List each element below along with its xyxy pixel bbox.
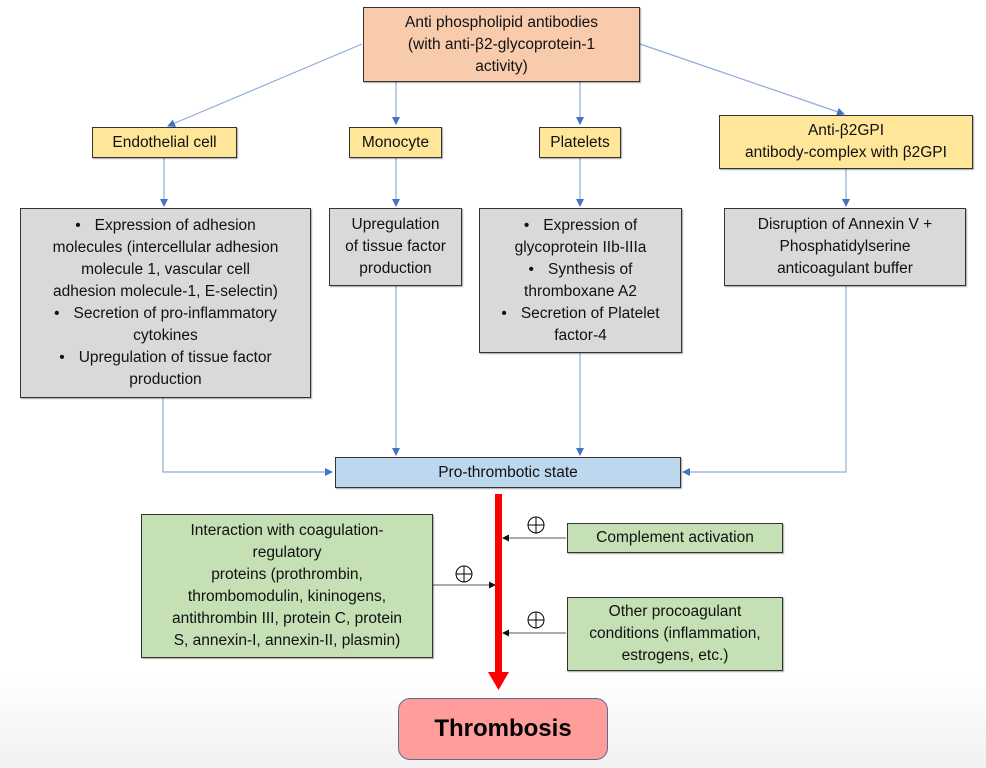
monocyte-box: Monocyte bbox=[349, 127, 442, 158]
list-item: •Upregulation of tissue factor productio… bbox=[59, 349, 272, 388]
arrow-endothelial-effects-to-prothrombotic bbox=[162, 398, 333, 476]
prothrombotic-state-label: Pro-thrombotic state bbox=[438, 463, 578, 481]
list-item: •Secretion of Platelet factor-4 bbox=[501, 304, 660, 344]
complex-effects-box: Disruption of Annexin V + Phosphatidylse… bbox=[724, 208, 966, 286]
main-arrow bbox=[488, 494, 509, 690]
bullet-icon: • bbox=[501, 304, 507, 322]
thrombosis-box: Thrombosis bbox=[398, 698, 608, 760]
top-line-3: activity) bbox=[475, 57, 528, 75]
endothelial-effects-list: •Expression of adhesion molecules (inter… bbox=[53, 215, 279, 391]
bullet-icon: • bbox=[528, 260, 534, 278]
bullet-icon: • bbox=[59, 349, 65, 366]
plus-icon-complement bbox=[527, 516, 545, 534]
plus-icon-coagulation bbox=[455, 565, 473, 583]
prothrombotic-state-box: Pro-thrombotic state bbox=[335, 457, 681, 488]
arrow-top-to-endothelial bbox=[167, 43, 363, 127]
platelets-label: Platelets bbox=[550, 133, 610, 151]
bullet-icon: • bbox=[54, 305, 60, 322]
antiphospholipid-antibodies-box: Anti phospholipid antibodies (with anti-… bbox=[363, 7, 640, 82]
anti-b2gpi-complex-box: Anti-β2GPI antibody-complex with β2GPI bbox=[719, 115, 973, 169]
platelets-effects-box: •Expression of glycoprotein IIb-IIIa •Sy… bbox=[479, 208, 682, 353]
thrombosis-label: Thrombosis bbox=[434, 715, 572, 742]
arrow-top-to-complex bbox=[639, 43, 845, 116]
arrow-complex-effects-to-prothrombotic bbox=[682, 286, 847, 476]
top-line-1: Anti phospholipid antibodies bbox=[404, 13, 599, 31]
list-item: •Secretion of pro-inflammatory cytokines bbox=[54, 305, 277, 344]
monocyte-effects-box: Upregulation of tissue factor production bbox=[329, 208, 462, 286]
complex-label-line-1: Anti-β2GPI bbox=[807, 122, 885, 139]
list-item: •Expression of glycoprotein IIb-IIIa bbox=[514, 216, 647, 256]
monocyte-label: Monocyte bbox=[361, 133, 430, 151]
list-item: •Synthesis of thromboxane A2 bbox=[524, 260, 637, 300]
plus-icon-other bbox=[527, 611, 545, 629]
endothelial-cell-label: Endothelial cell bbox=[112, 133, 217, 151]
complex-label-line-2: antibody-complex with β2GPI bbox=[745, 144, 947, 161]
complement-activation-label: Complement activation bbox=[596, 529, 754, 546]
endothelial-cell-box: Endothelial cell bbox=[92, 127, 237, 158]
complement-activation-box: Complement activation bbox=[567, 523, 783, 553]
other-procoagulant-box: Other procoagulant conditions (inflammat… bbox=[567, 597, 783, 671]
platelets-box: Platelets bbox=[539, 127, 621, 158]
bullet-icon: • bbox=[523, 216, 530, 234]
endothelial-effects-box: •Expression of adhesion molecules (inter… bbox=[20, 208, 311, 398]
top-line-2: (with anti-β2-glycoprotein-1 bbox=[407, 35, 596, 53]
list-item: •Expression of adhesion molecules (inter… bbox=[52, 217, 279, 300]
coagulation-regulatory-box: Interaction with coagulation- regulatory… bbox=[141, 514, 433, 658]
bullet-icon: • bbox=[75, 217, 81, 234]
platelets-effects-list: •Expression of glycoprotein IIb-IIIa •Sy… bbox=[501, 215, 659, 347]
